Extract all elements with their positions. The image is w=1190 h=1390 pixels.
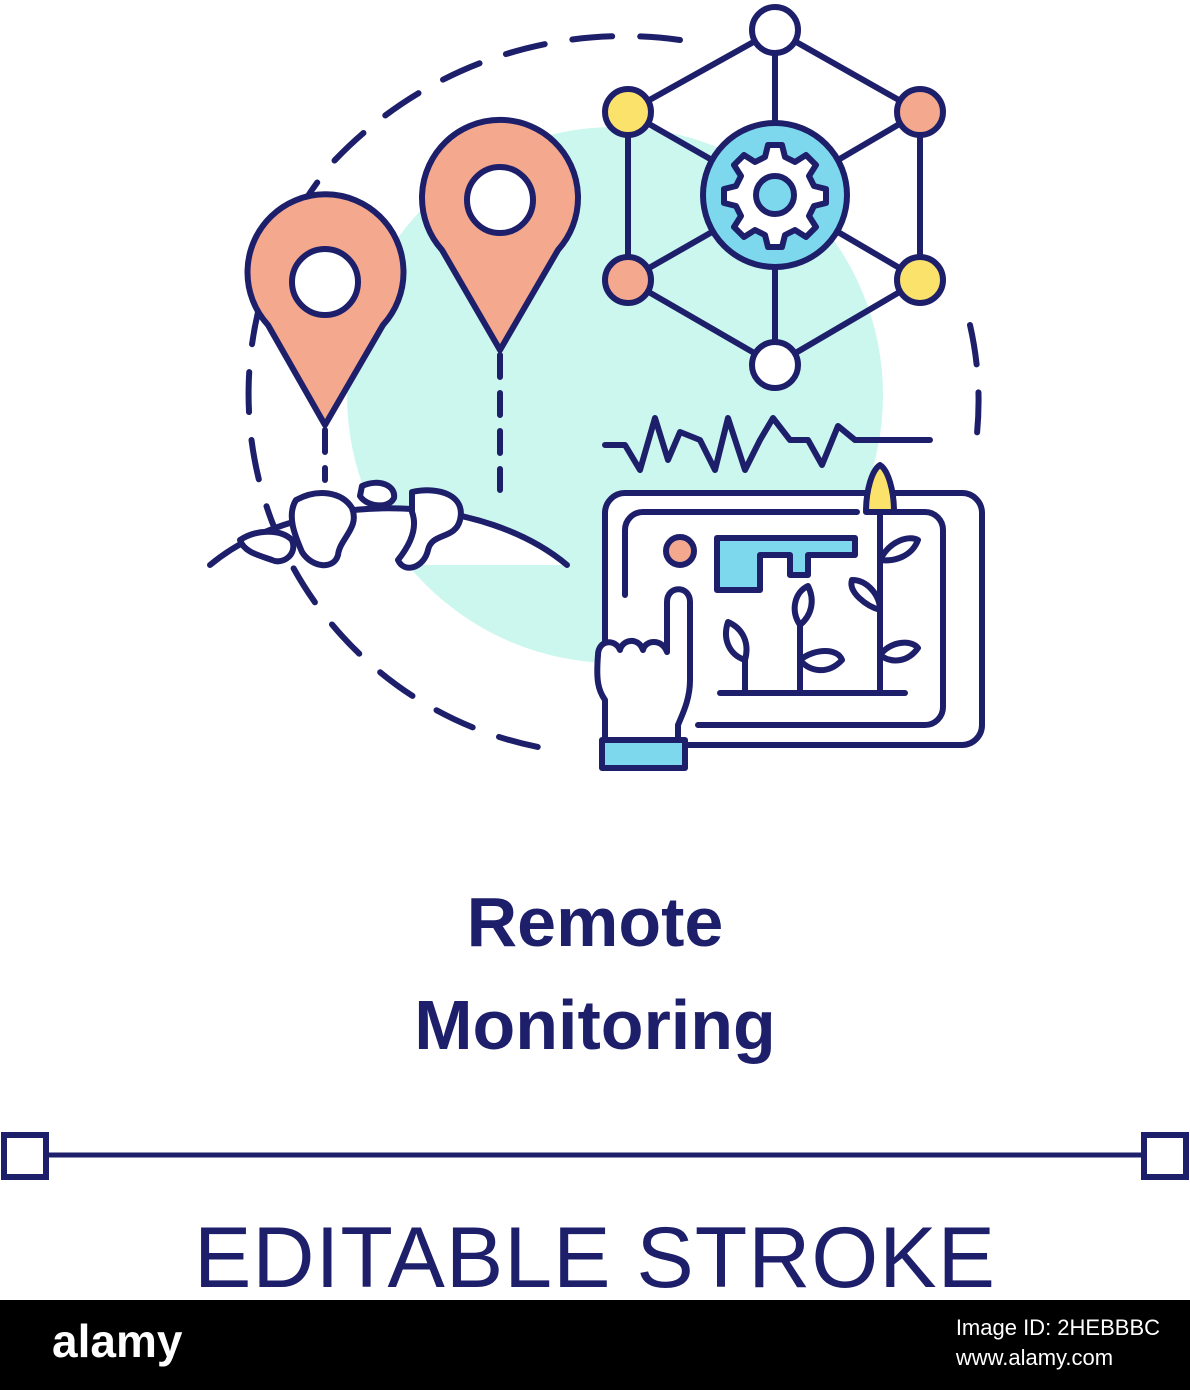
footer-info: Image ID: 2HEBBBC www.alamy.com: [956, 1313, 1160, 1373]
brand-logo: alamy: [52, 1315, 183, 1367]
anchor-handle-left: [1, 1132, 49, 1180]
anchor-handle-right: [1141, 1132, 1189, 1180]
waveform-icon: [602, 415, 933, 473]
title-line-1: Remote: [466, 883, 724, 961]
site-url-text: www.alamy.com: [955, 1345, 1114, 1370]
network-gear-icon: [602, 4, 946, 391]
editable-stroke-caption: EDITABLE STROKE: [194, 1210, 996, 1306]
dashed-ring: [245, 33, 683, 753]
location-pin-icon: [419, 116, 581, 493]
gear-icon: [721, 142, 829, 250]
globe-icon: [207, 479, 570, 571]
editable-stroke-line: [1, 1132, 1189, 1180]
dashed-ring-right: [967, 322, 982, 453]
pointing-hand-icon: [594, 586, 693, 771]
location-pin-icon: [244, 191, 407, 483]
footer-bar: [0, 1300, 1190, 1390]
tablet-plant-icon: [602, 462, 985, 748]
remote-monitoring-illustration: [207, 4, 985, 771]
title-line-2: Monitoring: [414, 986, 776, 1064]
image-id-text: Image ID: 2HEBBBC: [955, 1315, 1160, 1340]
